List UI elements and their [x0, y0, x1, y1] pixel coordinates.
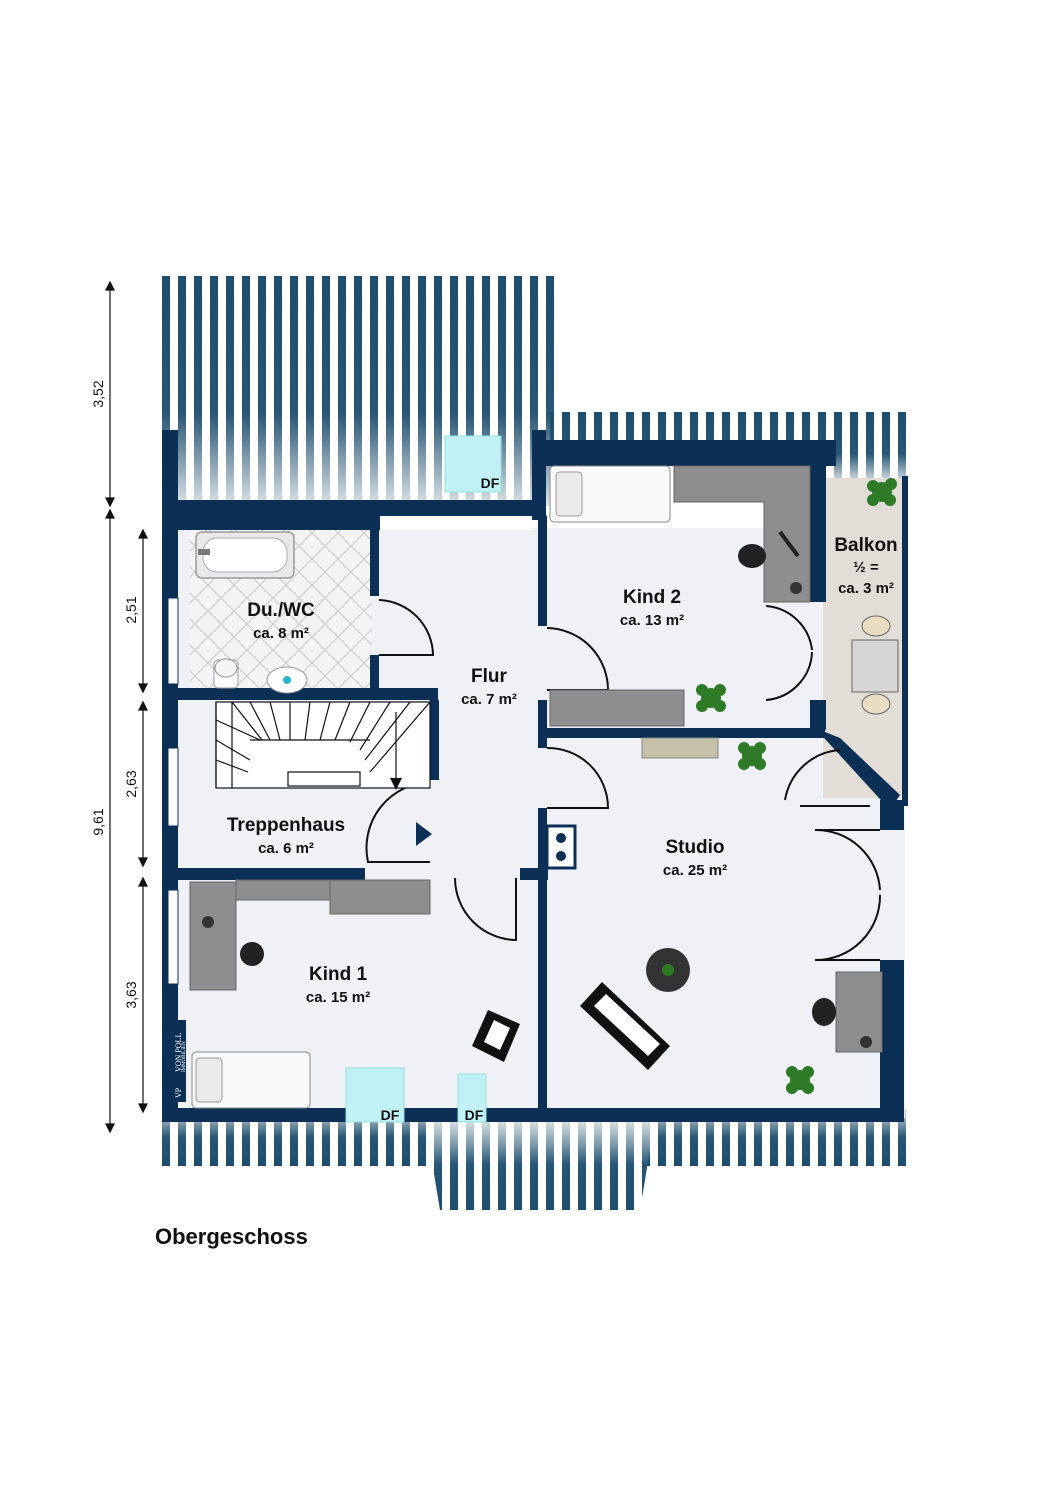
- stair-direction-icon: [416, 822, 432, 846]
- svg-text:IMMOBILIEN: IMMOBILIEN: [182, 1041, 187, 1072]
- room-area-kind2: ca. 13 m²: [620, 612, 684, 629]
- door-studio-right: [814, 828, 882, 962]
- round-table-icon: [646, 948, 690, 992]
- roof-area: [155, 276, 912, 1210]
- office-chair-icon-kind1: [240, 942, 264, 966]
- door-kind1: [454, 877, 517, 942]
- desk-icon-studio: [835, 971, 883, 1053]
- doors: [365, 599, 882, 962]
- room-area-balkon: ca. 3 m²: [838, 580, 894, 597]
- bathtub-icon: [195, 531, 295, 579]
- door-kind2: [546, 627, 610, 691]
- skylights: [345, 435, 502, 1123]
- skylight-top: [444, 435, 502, 493]
- von-poll-logo: VP VON POLL IMMOBILIEN: [168, 1020, 187, 1102]
- windows: [167, 597, 179, 985]
- room-area-studio: ca. 25 m²: [663, 862, 727, 879]
- skylight-bottom-left-label: DF: [381, 1107, 400, 1123]
- room-note-balkon: ½ =: [853, 559, 879, 576]
- armchair-icon-kind1: [472, 1010, 520, 1062]
- dimension-outer-top: 3,52: [90, 380, 106, 407]
- skylight-bottom-left: [345, 1067, 405, 1123]
- plant-icon-kind2: [696, 684, 726, 712]
- skylight-bottom-right-label: DF: [465, 1107, 484, 1123]
- office-chair-icon-studio: [812, 998, 836, 1026]
- wardrobe-kind2: [549, 689, 685, 727]
- room-area-kind1: ca. 15 m²: [306, 989, 370, 1006]
- plant-icon-studio-top: [738, 742, 766, 770]
- svg-text:VP: VP: [174, 1087, 183, 1098]
- bed-icon-kind1: [191, 1051, 311, 1109]
- dimension-inner-1: 2,51: [123, 596, 139, 623]
- svg-text:VON POLL: VON POLL: [174, 1033, 183, 1072]
- desk-icon-kind2: [673, 465, 811, 603]
- sideboard-studio: [641, 737, 719, 759]
- sink-icon: [266, 666, 308, 694]
- dimension-inner-2: 2,63: [123, 770, 139, 797]
- room-name-studio: Studio: [665, 837, 724, 858]
- plant-icon-balcony: [867, 478, 897, 506]
- room-name-treppenhaus: Treppenhaus: [227, 815, 345, 836]
- bed-icon-kind2: [549, 465, 671, 523]
- furniture: [189, 465, 899, 1109]
- staircase-icon: [215, 701, 431, 790]
- desk-icon-kind1: [189, 881, 237, 991]
- sofa-icon: [580, 982, 670, 1070]
- dimension-outer-total: 9,61: [90, 808, 106, 835]
- room-area-treppenhaus: ca. 6 m²: [258, 840, 314, 857]
- skylight-top-label: DF: [481, 475, 500, 491]
- room-name-kind1: Kind 1: [309, 964, 367, 985]
- floor-title: Obergeschoss: [155, 1224, 308, 1249]
- door-studio: [546, 746, 610, 809]
- door-bath: [378, 599, 435, 656]
- skylight-bottom-right: [457, 1073, 487, 1123]
- room-name-balkon: Balkon: [834, 535, 897, 556]
- office-chair-icon-kind2: [738, 530, 800, 568]
- fireplace-icon: [545, 824, 577, 870]
- plant-icon-studio-bottom: [786, 1066, 814, 1094]
- room-name-kind2: Kind 2: [623, 587, 681, 608]
- balcony-table-icon: [851, 615, 899, 715]
- room-name-flur: Flur: [471, 666, 507, 687]
- room-area-bath: ca. 8 m²: [253, 625, 309, 642]
- floor-areas: [168, 478, 905, 1118]
- door-kind2-balcony: [765, 605, 813, 701]
- room-name-bath: Du./WC: [247, 600, 315, 621]
- room-area-flur: ca. 7 m²: [461, 691, 517, 708]
- dimension-lines: [105, 280, 148, 1134]
- dimension-inner-3: 3,63: [123, 981, 139, 1008]
- toilet-icon: [213, 658, 239, 689]
- door-studio-balcony: [784, 749, 870, 807]
